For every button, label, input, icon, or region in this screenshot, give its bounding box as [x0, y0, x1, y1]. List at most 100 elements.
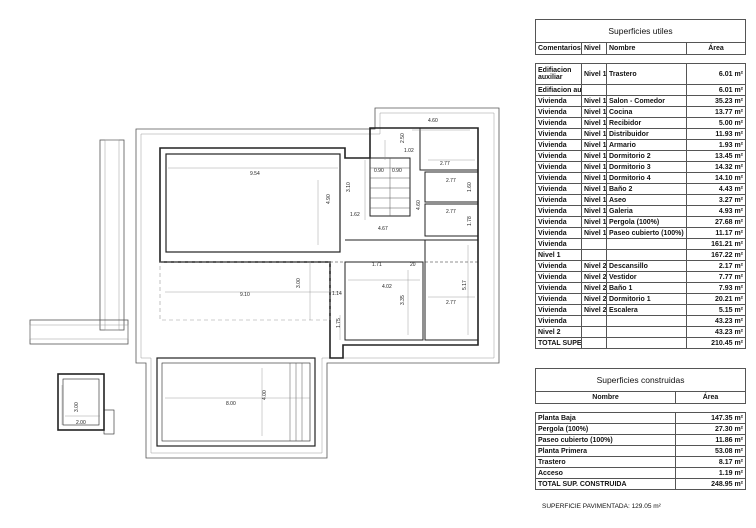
table-row: Pergola (100%)27.30 m² [535, 423, 747, 435]
floor-plan: 4.60 2.50 1.02 2.77 2.77 2.77 2.77 9.54 … [29, 107, 500, 459]
table-cell: 43.23 m² [685, 326, 747, 338]
table-cell: 7.77 m² [685, 271, 747, 283]
pergola [159, 261, 331, 321]
table-cell: 4.43 m² [685, 183, 747, 195]
table-cell: Pergola (100%) [606, 216, 687, 228]
table-cell [606, 337, 687, 349]
table-cell: Vivienda [535, 216, 582, 228]
table-cell: Nivel 1 [581, 128, 607, 140]
table-cell: 2.17 m² [685, 260, 747, 272]
header-area: Área [685, 42, 747, 55]
table-cell: Armario [606, 139, 687, 151]
terrace-outline [135, 107, 500, 459]
table-cell [606, 238, 687, 250]
table-cell: 161.21 m² [685, 238, 747, 250]
dim-2-77-a: 2.77 [440, 161, 450, 167]
pool [156, 357, 316, 447]
table-cell: Edifiacion auxiliar [535, 84, 582, 96]
table-cell: Vivienda [535, 183, 582, 195]
table-cell: 14.10 m² [685, 172, 747, 184]
table-cell: Vivienda [535, 161, 582, 173]
dim-1-71: 1.71 [372, 262, 382, 268]
bedroom-top [419, 127, 479, 171]
dim-4-67: 4.67 [378, 226, 388, 232]
dim-3-35: 3.35 [400, 295, 406, 305]
table-cell: 248.95 m² [674, 478, 747, 490]
table-cell: Dormitorio 3 [606, 161, 687, 173]
table-cell: Galeria [606, 205, 687, 217]
house-outline [159, 127, 479, 359]
dim-5-17: 5.17 [462, 280, 468, 290]
table-cell: 13.77 m² [685, 106, 747, 118]
utiles-title: Superficies utiles [534, 19, 747, 43]
dim-4-00: 4.00 [262, 390, 268, 400]
aseo [424, 203, 479, 237]
dim-2-77-c: 2.77 [446, 209, 456, 215]
table-cell: Nivel 2 [581, 260, 607, 272]
table-cell: Vivienda [535, 194, 582, 206]
table-cell: 1.19 m² [674, 467, 747, 479]
dim-1-75: 1.75 [336, 318, 342, 328]
table-cell: 8.17 m² [674, 456, 747, 468]
table-cell: Dormitorio 2 [606, 150, 687, 162]
dim-2-00: 2.00 [76, 420, 86, 426]
terrace-inner [140, 112, 495, 454]
table-cell: 27.30 m² [674, 423, 747, 435]
table-cell: 43.23 m² [685, 315, 747, 327]
table-cell: 27.68 m² [685, 216, 747, 228]
table-cell: 11.17 m² [685, 227, 747, 239]
construidas-title: Superficies construidas [534, 368, 747, 392]
table-cell: Vivienda [535, 227, 582, 239]
table-cell: 20.21 m² [685, 293, 747, 305]
table-cell: Vestidor [606, 271, 687, 283]
table-cell: Vivienda [535, 304, 582, 316]
table-cell: 5.00 m² [685, 117, 747, 129]
header-nombre: Nombre [606, 42, 687, 55]
table-cell: 6.01 m² [685, 63, 747, 85]
table-cell: Vivienda [535, 205, 582, 217]
table-cell: Nivel 1 [581, 216, 607, 228]
dim-1-78: 1.78 [467, 216, 473, 226]
superficies-utiles-table: Superficies utiles Comentarios Nivel Nom… [534, 19, 747, 349]
table-cell: Nivel 1 [581, 194, 607, 206]
table-cell: TOTAL SUPERFICIE UTIL [535, 337, 582, 349]
dim-1-02: 1.02 [404, 148, 414, 154]
header-nombre-c: Nombre [535, 391, 676, 404]
table-cell: 11.86 m² [674, 434, 747, 446]
table-cell: Nivel 2 [581, 271, 607, 283]
table-cell: Nivel 1 [581, 161, 607, 173]
table-cell: 210.45 m² [685, 337, 747, 349]
table-cell: 53.08 m² [674, 445, 747, 457]
header-comentarios: Comentarios [535, 42, 582, 55]
table-cell: Vivienda [535, 271, 582, 283]
table-cell: 35.23 m² [685, 95, 747, 107]
planter-row [29, 319, 129, 345]
table-cell [606, 84, 687, 96]
table-cell [581, 84, 607, 96]
table-cell: Acceso [535, 467, 676, 479]
table-cell [581, 238, 607, 250]
table-cell: TOTAL SUP. CONSTRUIDA [535, 478, 676, 490]
table-cell: Nivel 2 [581, 293, 607, 305]
table-cell [581, 326, 607, 338]
dim-20: 20 [410, 262, 416, 268]
living-room [165, 153, 341, 253]
table-cell: Descansillo [606, 260, 687, 272]
table-cell: Baño 1 [606, 282, 687, 294]
